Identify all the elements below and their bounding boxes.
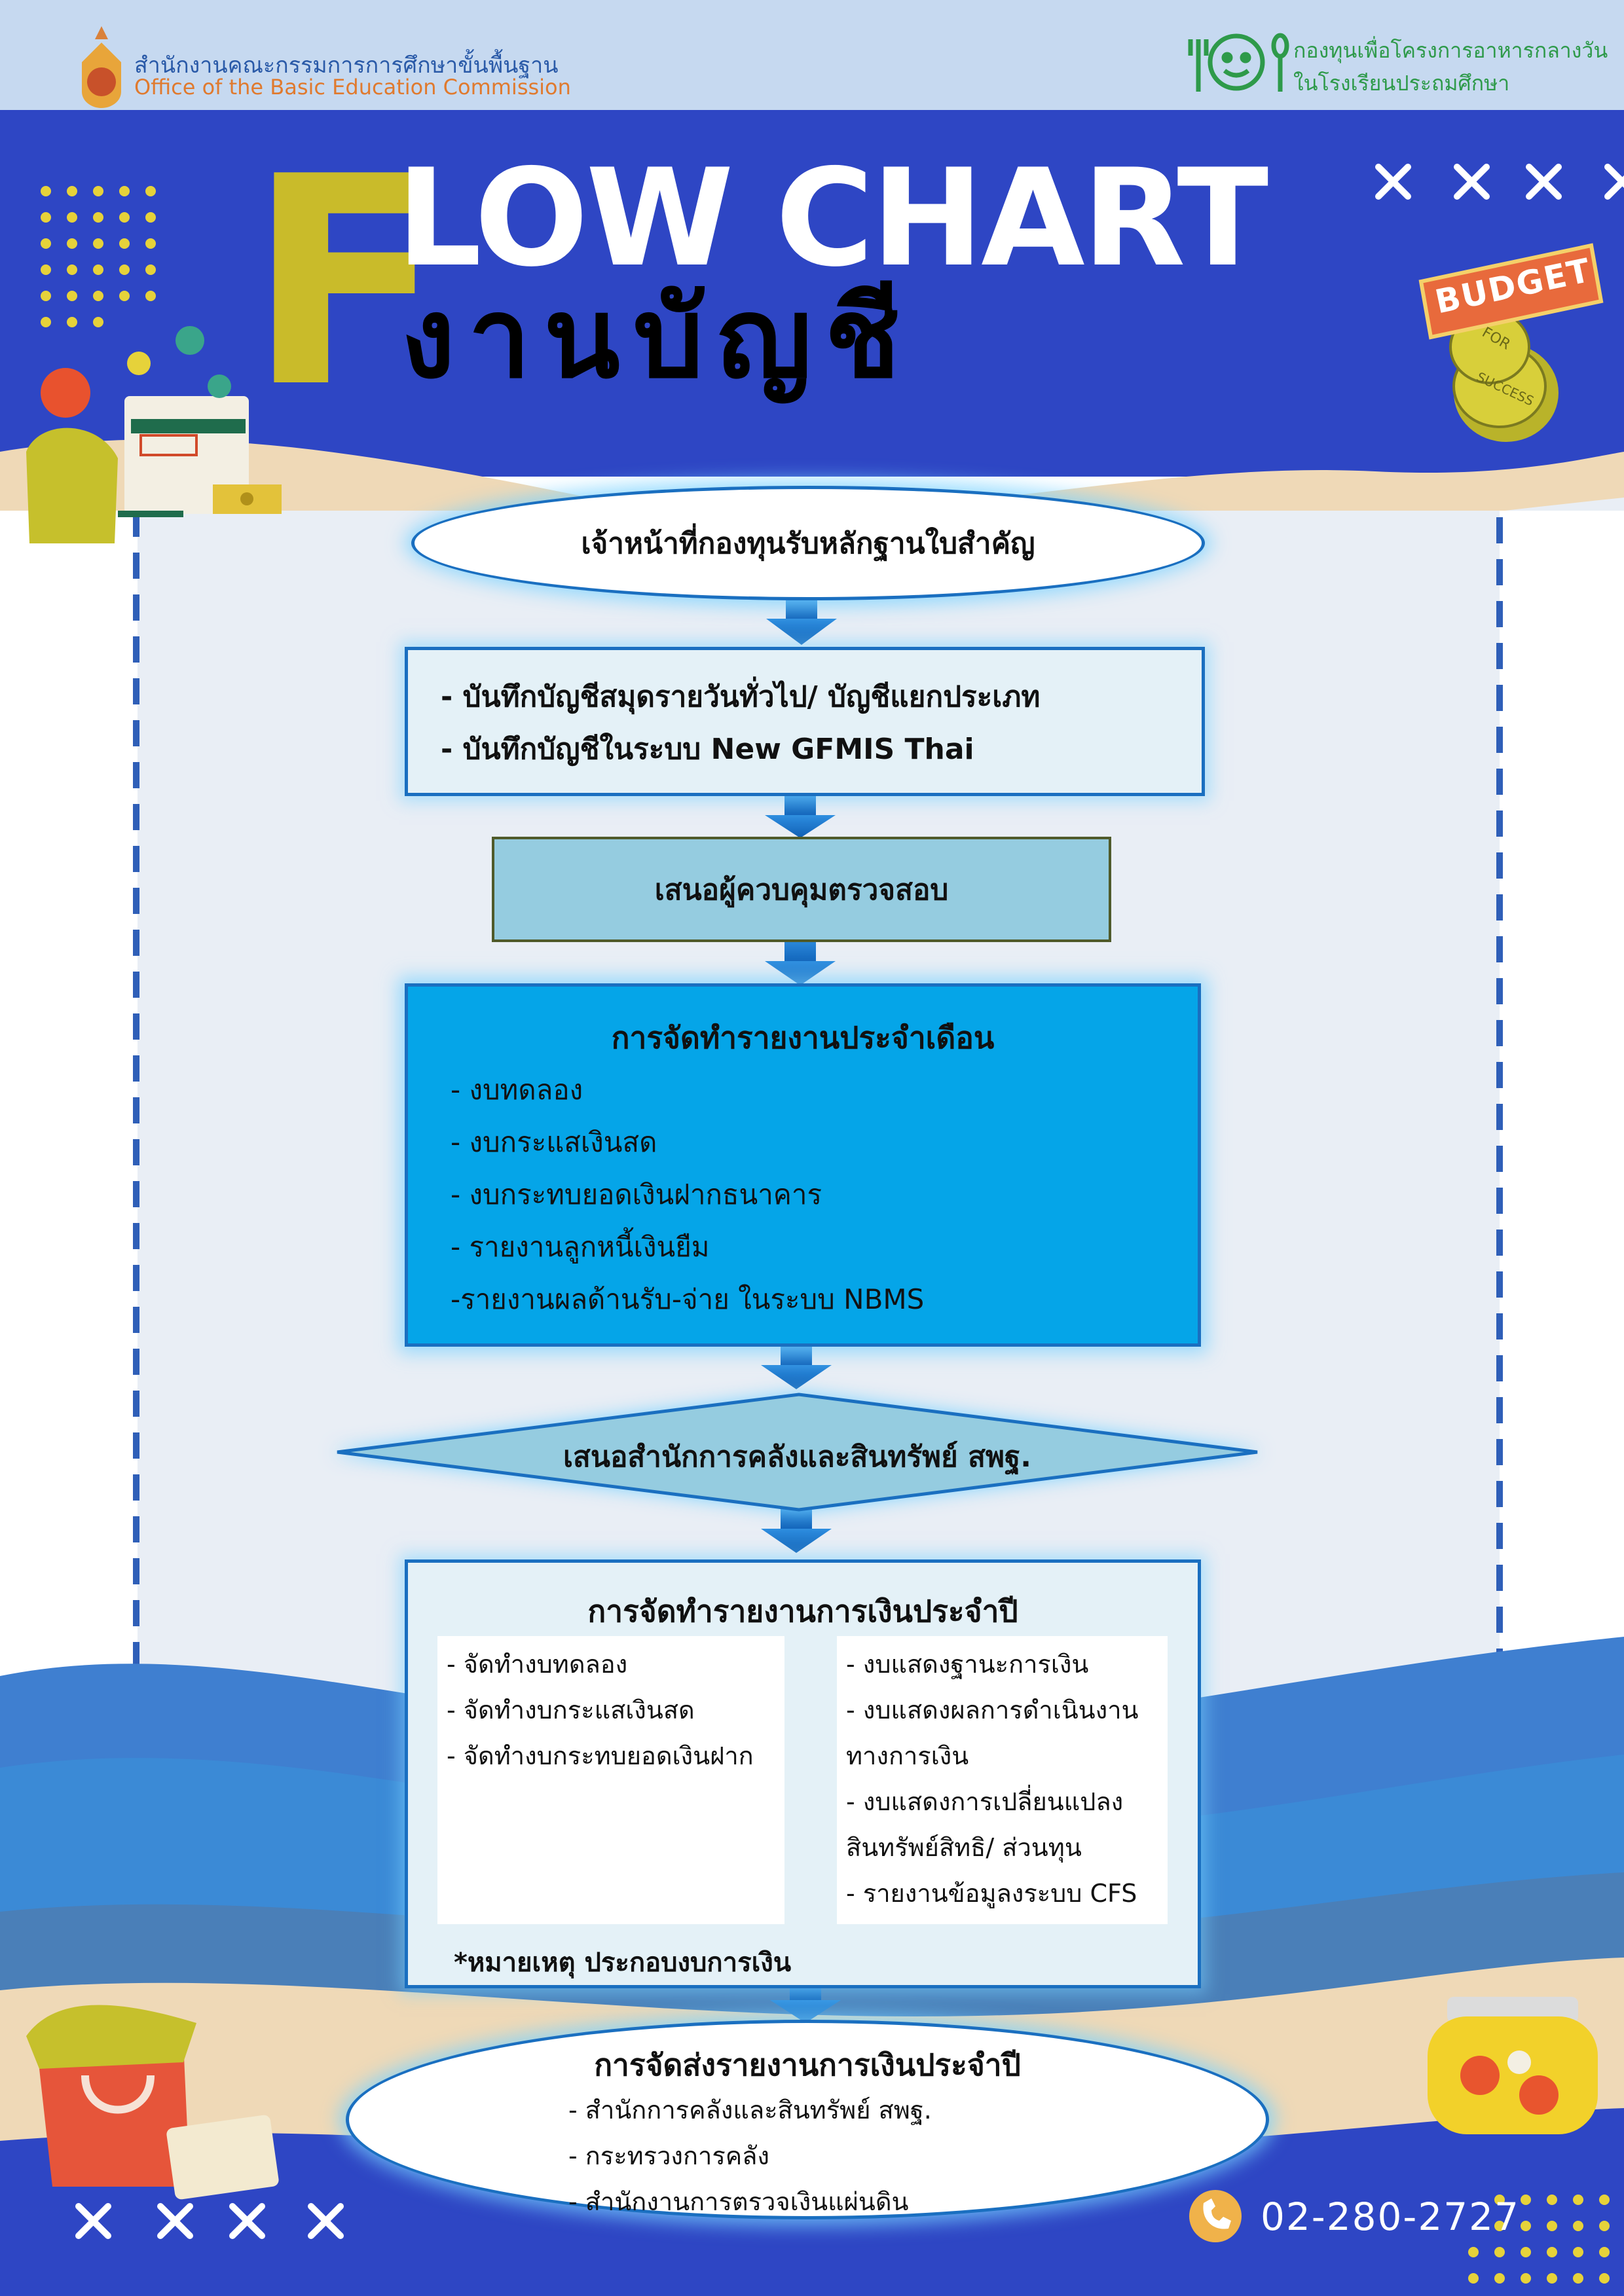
lunch-program-icon (1188, 33, 1289, 92)
list-item: - สำนักงานการตรวจเงินแผ่นดิน (568, 2187, 909, 2216)
step-record-accounts-line2: - บันทึกบัญชีในระบบ New GFMIS Thai (441, 733, 974, 766)
org-name-english: Office of the Basic Education Commission (134, 75, 571, 100)
list-item: - งบกระแสเงินสด (451, 1126, 657, 1158)
step-submit-treasury-label: เสนอสำนักการคลังและสินทรัพย์ สพฐ. (563, 1440, 1032, 1474)
step-annual-report-heading: การจัดทำรายงานการเงินประจำปี (587, 1594, 1018, 1629)
fund-name-line2: ในโรงเรียนประถมศึกษา (1293, 71, 1510, 96)
list-item: - งบแสดงผลการดำเนินงาน (846, 1696, 1139, 1724)
step-monthly-report-heading: การจัดทำรายงานประจำเดือน (611, 1020, 995, 1055)
annual-report-right-column: - งบแสดงฐานะการเงิน - งบแสดงผลการดำเนินง… (837, 1636, 1168, 1924)
arrow-3 (765, 938, 836, 985)
list-item: - กระทรวงการคลัง (568, 2141, 769, 2170)
list-item: - สำนักการคลังและสินทรัพย์ สพฐ. (568, 2096, 932, 2124)
step-submit-annual-report: การจัดส่งรายงานการเงินประจำปี - สำนักการ… (346, 2020, 1269, 2219)
step-receive-documents: เจ้าหน้าที่กองทุนรับหลักฐานใบสำคัญ (411, 486, 1205, 600)
phone-icon (1189, 2190, 1242, 2242)
decision-diamond (337, 1393, 1258, 1512)
budget-sticker-illustration (1418, 243, 1604, 442)
phone-number: 02-280-2727 (1261, 2195, 1520, 2239)
list-item: - งบทดลอง (451, 1074, 583, 1106)
list-item: -รายงานผลด้านรับ-จ่าย ในระบบ NBMS (451, 1283, 925, 1315)
title-english: LOW CHART (396, 141, 1268, 297)
step-record-accounts-line1: - บันทึกบัญชีสมุดรายวันทั่วไป/ บัญชีแยกป… (441, 680, 1041, 714)
list-item: - จัดทำงบทดลอง (447, 1650, 628, 1679)
x-marks-top-right (1375, 164, 1624, 200)
arrow-2 (765, 792, 836, 838)
list-item: - รายงานข้อมูลงระบบ CFS (846, 1879, 1137, 1908)
monthly-report-list: - งบทดลอง - งบกระแสเงินสด - งบกระทบยอดเง… (451, 1064, 924, 1326)
x-marks-bottom-left (75, 2203, 344, 2239)
person-illustration (26, 326, 282, 543)
shopping-bag-illustration (26, 2005, 279, 2200)
title-thai: งานบัญชี (401, 274, 913, 403)
step-monthly-report: การจัดทำรายงานประจำเดือน - งบทดลอง - งบก… (405, 983, 1201, 1347)
coin-jar-illustration (1428, 1997, 1598, 2134)
list-item: - งบแสดงการเปลี่ยนแปลง (846, 1787, 1124, 1816)
list-item: ทางการเงิน (846, 1741, 969, 1770)
list-item: สินทรัพย์สิทธิ/ ส่วนทุน (846, 1833, 1082, 1862)
list-item: - จัดทำงบกระทบยอดเงินฝาก (447, 1741, 754, 1770)
obec-emblem-icon (82, 26, 121, 108)
fund-name: กองทุนเพื่อโครงการอาหารกลางวัน ในโรงเรีย… (1293, 34, 1608, 100)
step-receive-documents-label: เจ้าหน้าที่กองทุนรับหลักฐานใบสำคัญ (581, 526, 1035, 560)
list-item: - งบกระทบยอดเงินฝากธนาคาร (451, 1178, 822, 1211)
dot-grid-top-left (41, 186, 156, 327)
title-banner (0, 110, 1624, 477)
step-submit-annual-report-heading: การจัดส่งรายงานการเงินประจำปี (594, 2047, 1021, 2083)
step-annual-report: การจัดทำรายงานการเงินประจำปี - จัดทำงบทด… (405, 1559, 1201, 1988)
title-big-letter: F (248, 115, 445, 450)
list-item: - งบแสดงฐานะการเงิน (846, 1650, 1089, 1679)
recipient-list: - สำนักการคลังและสินทรัพย์ สพฐ. - กระทรว… (568, 2087, 932, 2225)
annual-report-note: *หมายเหตุ ประกอบงบการเงิน (454, 1948, 792, 1978)
org-name-thai: สำนักงานคณะกรรมการการศึกษาขั้นพื้นฐาน (134, 52, 559, 79)
step-supervisor-review: เสนอผู้ควบคุมตรวจสอบ (492, 837, 1111, 942)
list-item: - จัดทำงบกระแสเงินสด (447, 1696, 695, 1724)
list-item: - รายงานลูกหนี้เงินยืม (451, 1231, 710, 1263)
dot-grid-bottom-right (1468, 2195, 1610, 2284)
header-bar (0, 0, 1624, 110)
step-record-accounts: - บันทึกบัญชีสมุดรายวันทั่วไป/ บัญชีแยกป… (405, 647, 1205, 796)
step-supervisor-review-label: เสนอผู้ควบคุมตรวจสอบ (654, 873, 949, 907)
annual-report-left-column: - จัดทำงบทดลอง - จัดทำงบกระแสเงินสด - จั… (437, 1636, 784, 1924)
fund-name-line1: กองทุนเพื่อโครงการอาหารกลางวัน (1293, 38, 1608, 63)
